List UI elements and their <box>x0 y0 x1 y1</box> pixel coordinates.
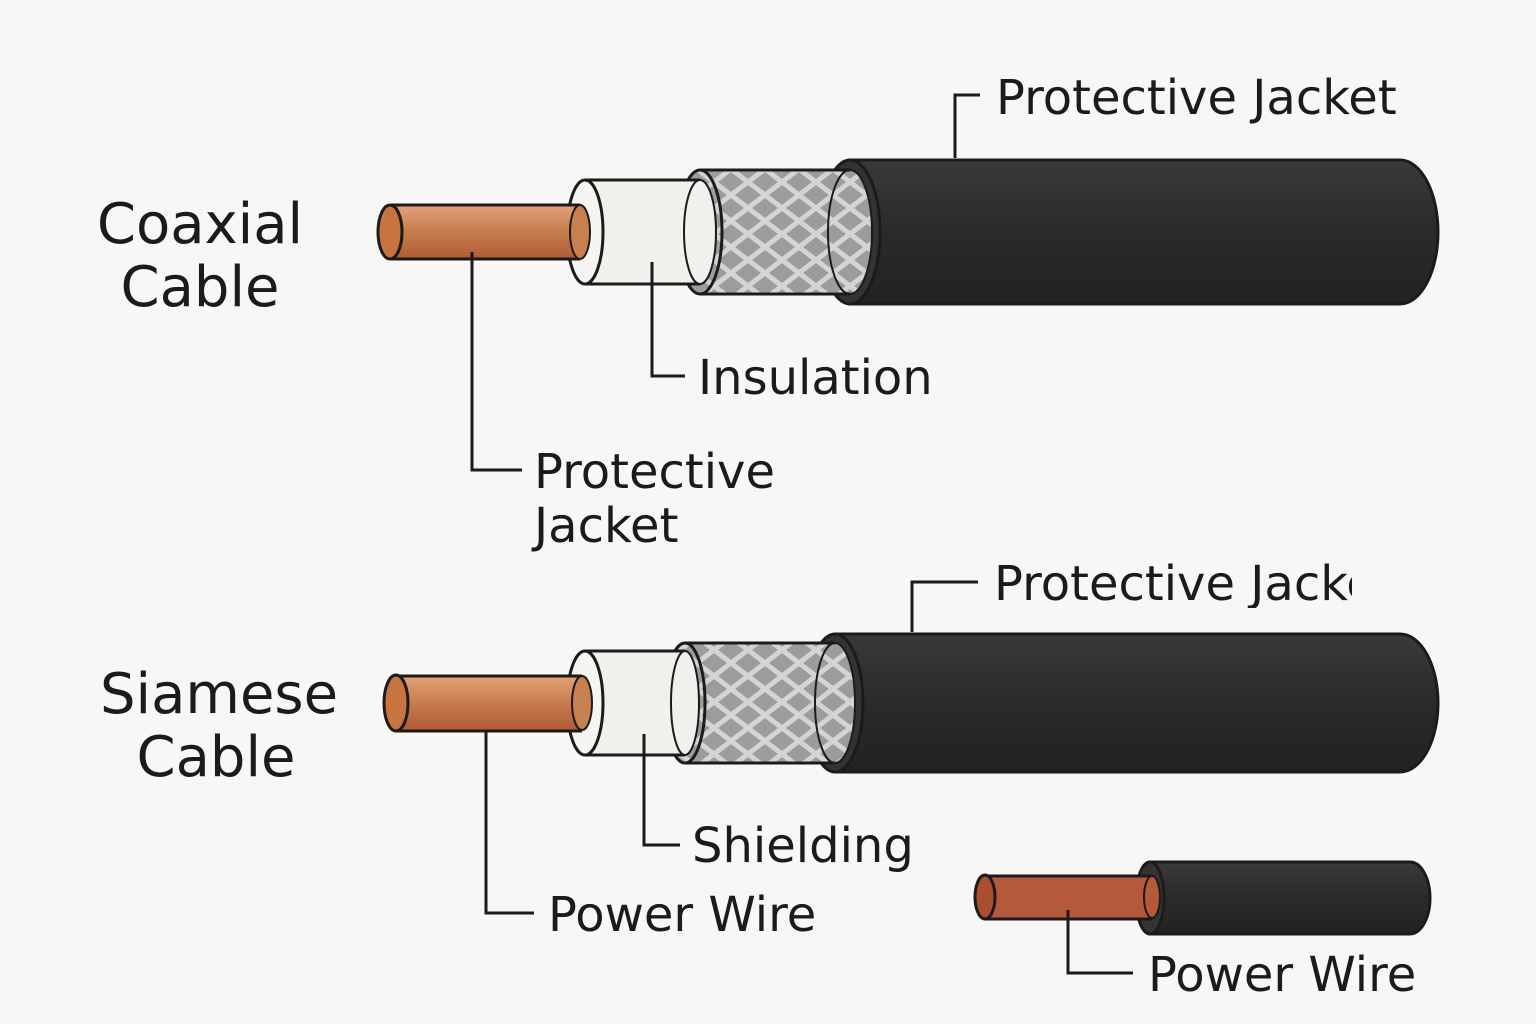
leader-coax-insulation <box>650 262 685 378</box>
coaxial-title-line2: Cable <box>120 254 280 320</box>
coax-label-protective-jacket-lower: Protective Jacket <box>534 444 775 554</box>
coax-label-protective-jacket: Protective Jacket <box>996 70 1397 126</box>
leader-power-wire <box>1066 910 1133 975</box>
coax-label-insulation: Insulation <box>698 350 933 406</box>
coaxial-title-line1: Coaxial <box>96 192 304 257</box>
leader-coax-jacket-top <box>953 93 980 158</box>
siamese-label-protective-jacket: Protective Jacke <box>994 560 1352 608</box>
leader-siamese-power-wire <box>484 732 534 915</box>
power-wire-label: Power Wire <box>1148 947 1417 1003</box>
leader-coax-jacket-lower <box>470 252 522 472</box>
coax-jacket-lower-line1: Protective <box>534 444 775 500</box>
coaxial-copper-core <box>376 203 591 261</box>
siamese-label-power-wire: Power Wire <box>548 887 817 943</box>
siamese-title-line1: Siamese <box>100 662 339 727</box>
power-wire-cable <box>973 860 1432 975</box>
siamese-jacket <box>805 632 1440 774</box>
coaxial-cable-title: Coaxial Cable <box>95 192 305 320</box>
coaxial-jacket <box>818 158 1440 306</box>
siamese-title-line2: Cable <box>136 724 296 790</box>
coaxial-cable <box>376 93 1440 472</box>
coax-jacket-lower-line2: Jacket <box>534 497 679 554</box>
leader-siamese-shielding <box>642 734 680 847</box>
siamese-cable-title: Siamese Cable <box>100 662 339 790</box>
siamese-copper-core <box>382 673 593 733</box>
siamese-cable <box>382 580 1440 915</box>
power-wire-jacket <box>1134 860 1432 936</box>
leader-siamese-jacket-top <box>910 580 978 632</box>
siamese-label-shielding: Shielding <box>692 818 914 874</box>
